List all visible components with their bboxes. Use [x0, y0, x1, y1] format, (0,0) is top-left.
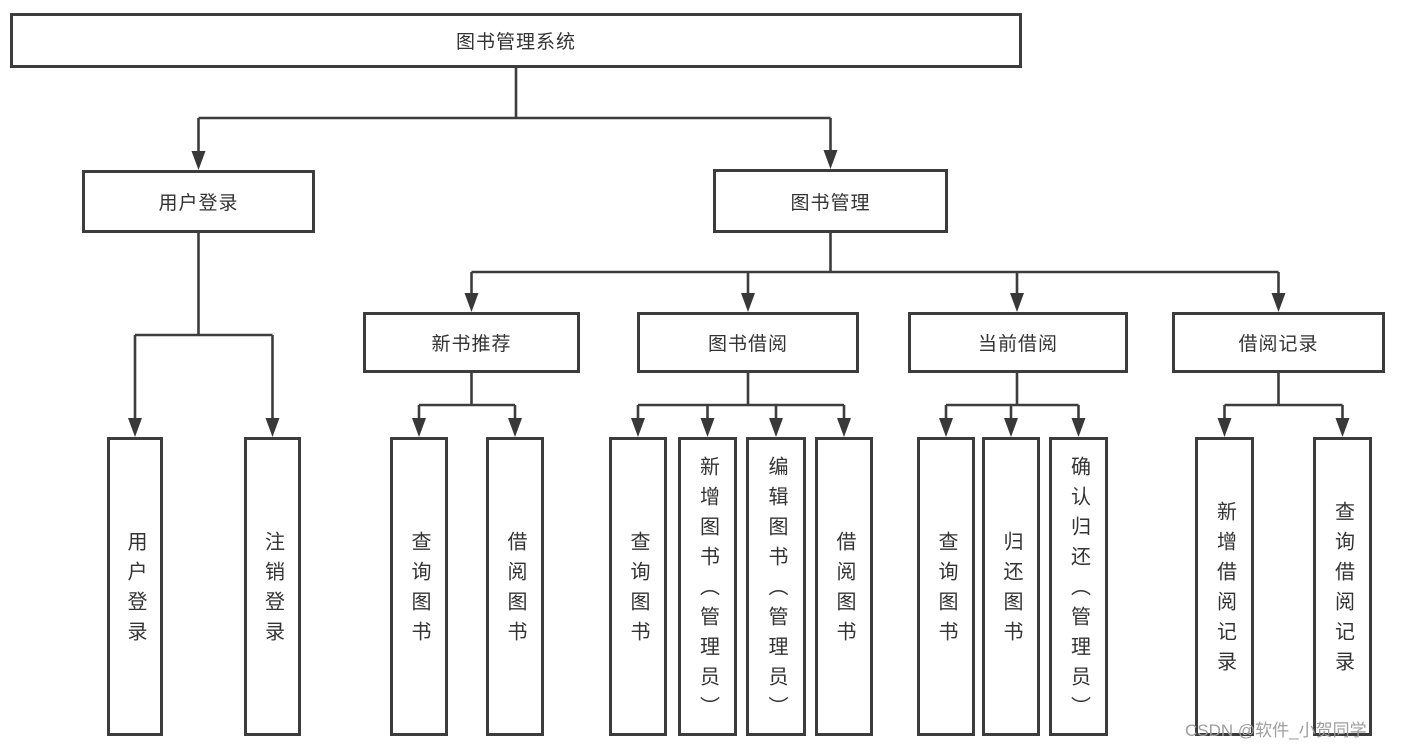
- leaf-return-books: 归还图书: [982, 437, 1040, 736]
- leaf-query-borrow-record: 查询借阅记录: [1313, 437, 1372, 736]
- leaf-add-borrow-record: 新增借阅记录: [1195, 437, 1254, 736]
- leaf-user-login: 用户登录: [107, 437, 163, 736]
- node-book-borrow: 图书借阅: [637, 312, 859, 373]
- node-current-borrow: 当前借阅: [908, 312, 1128, 373]
- node-user-login: 用户登录: [82, 170, 315, 233]
- leaf-logout: 注销登录: [244, 437, 301, 736]
- node-borrow-records: 借阅记录: [1172, 312, 1385, 373]
- leaf-borrow-books: 借阅图书: [815, 437, 873, 736]
- node-book-management: 图书管理: [713, 169, 948, 233]
- leaf-borrow-books-recommend: 借阅图书: [486, 437, 544, 736]
- node-root-system: 图书管理系统: [10, 13, 1022, 68]
- leaf-query-books-current: 查询图书: [917, 437, 975, 736]
- leaf-query-books-borrow: 查询图书: [609, 437, 667, 736]
- leaf-query-books-recommend: 查询图书: [390, 437, 448, 736]
- leaf-add-book-admin: 新增图书（管理员）: [678, 437, 737, 736]
- leaf-confirm-return-admin: 确认归还（管理员）: [1049, 437, 1108, 736]
- node-new-book-recommend: 新书推荐: [363, 312, 580, 373]
- csdn-watermark: CSDN @软件_小贺同学: [1185, 721, 1367, 740]
- leaf-edit-book-admin: 编辑图书（管理员）: [746, 437, 806, 736]
